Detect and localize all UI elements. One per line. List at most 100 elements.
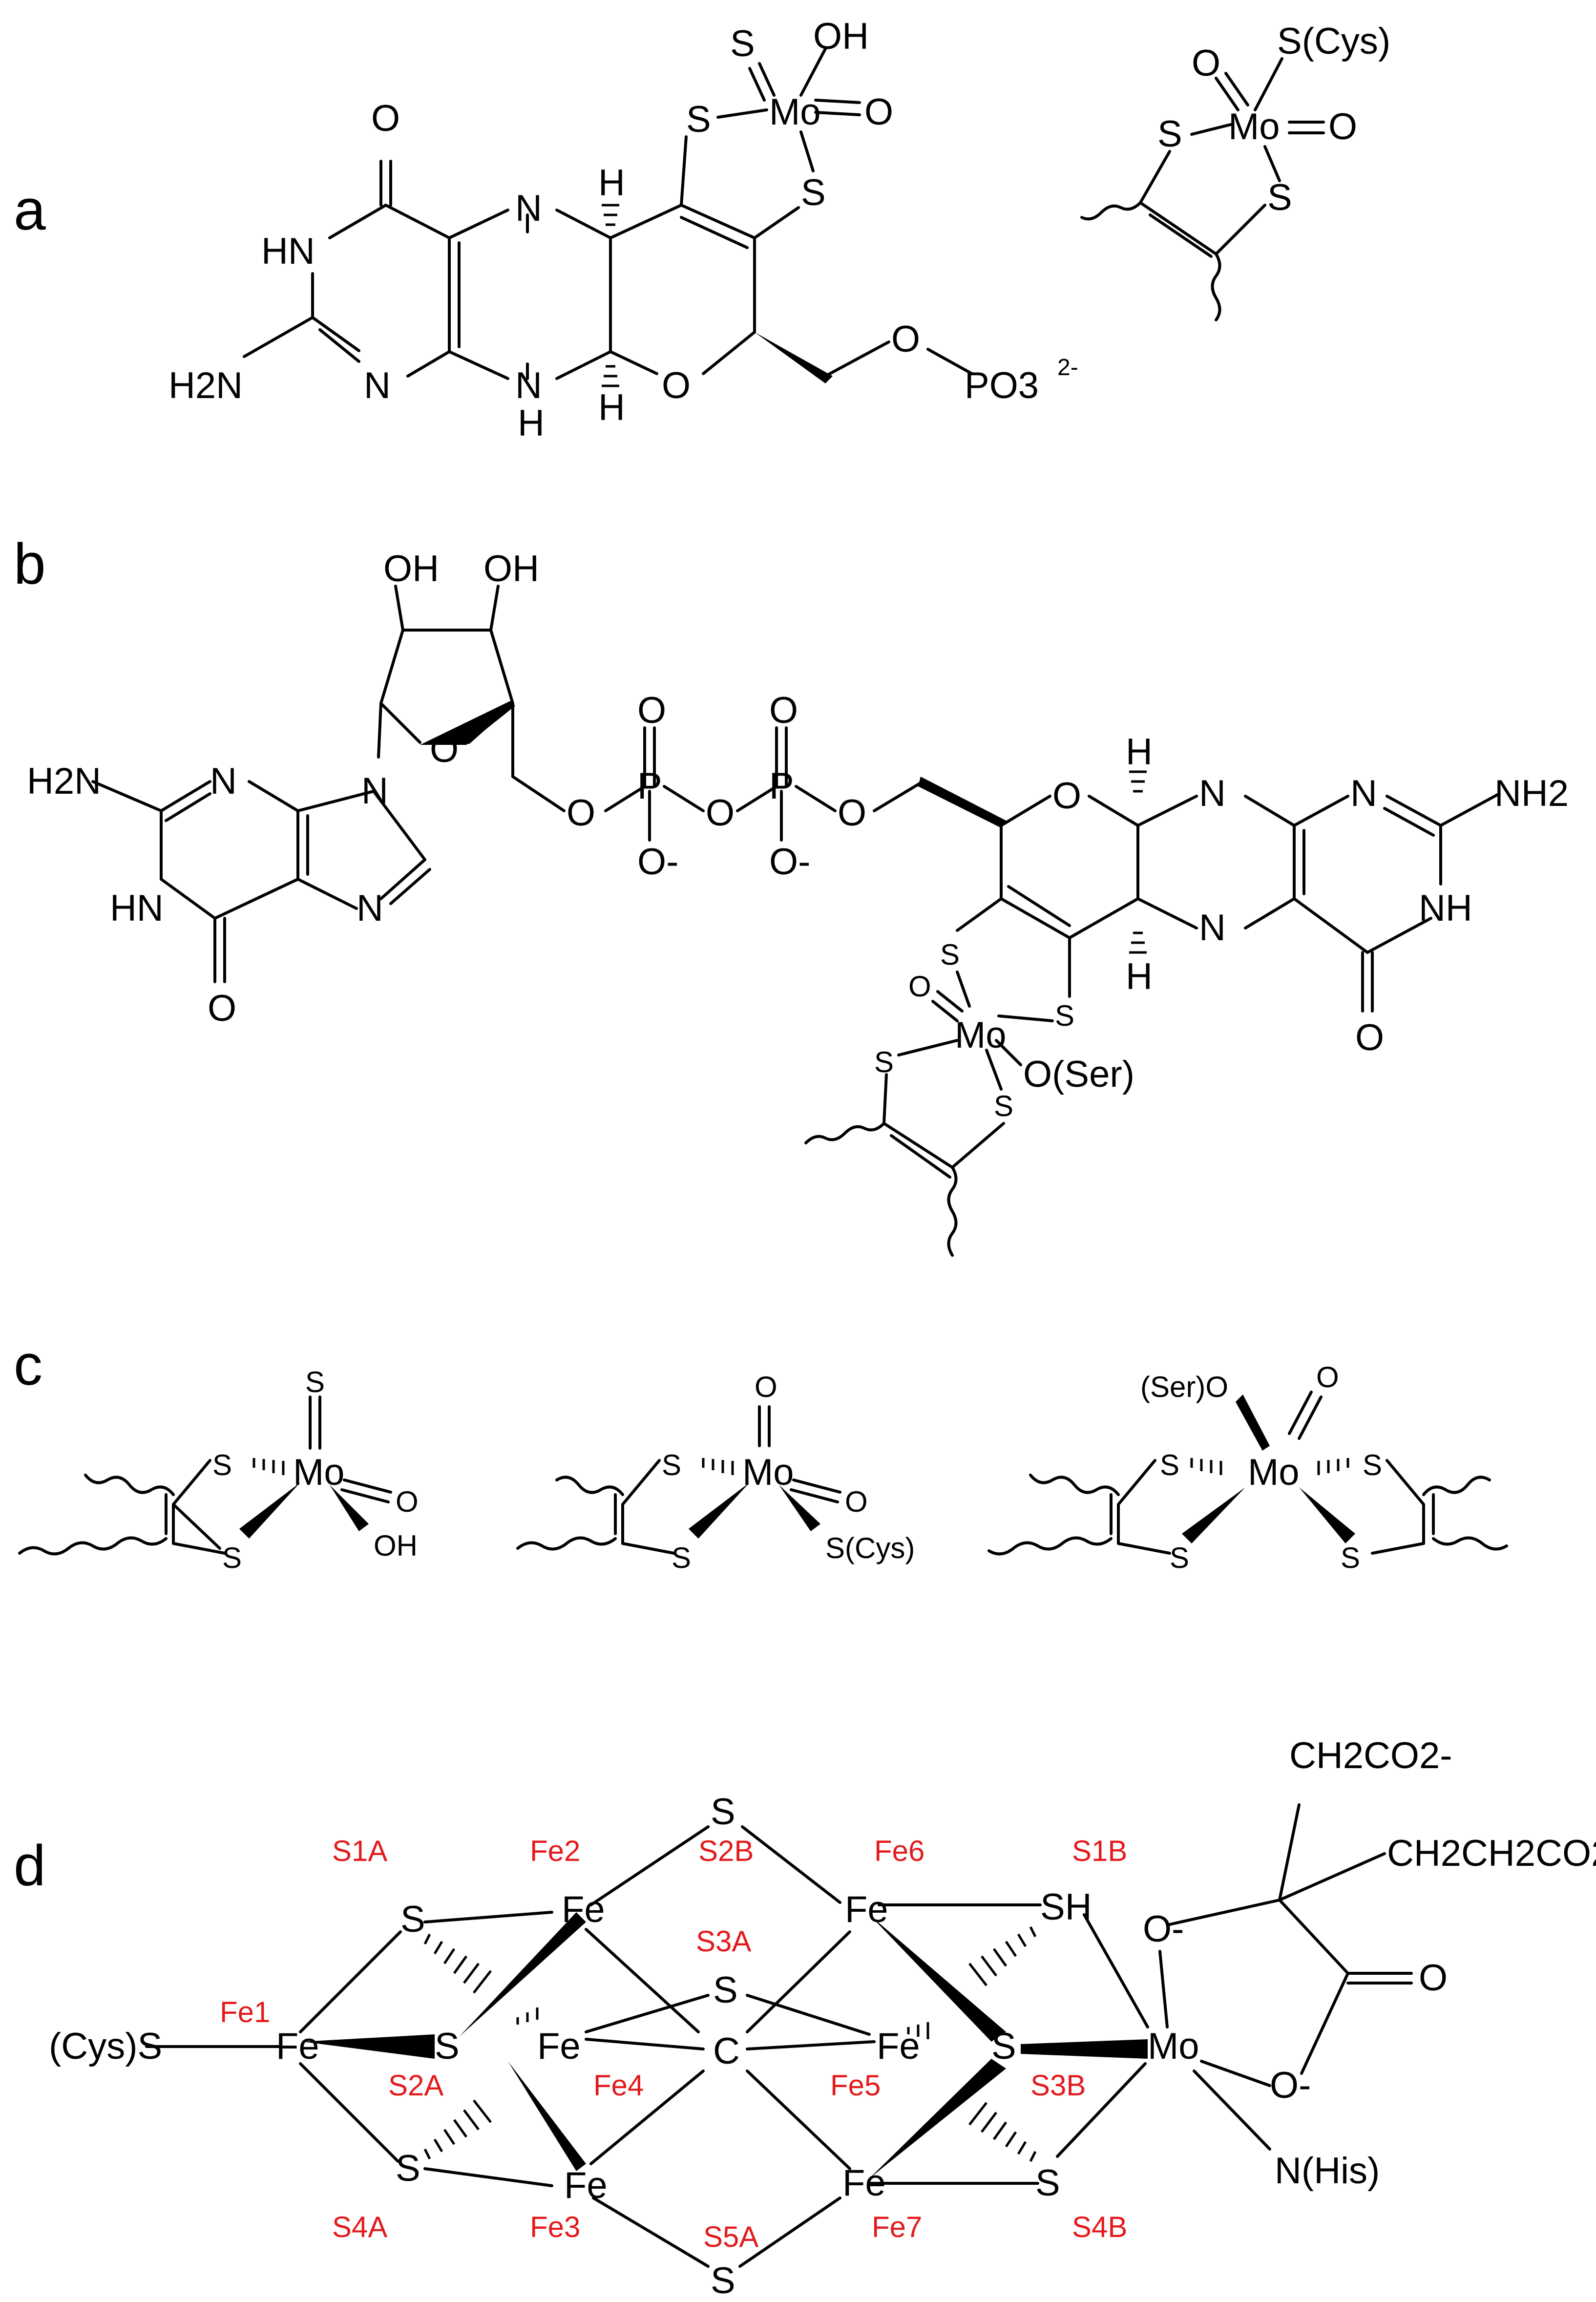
atom-o-ribose: O [430, 729, 459, 770]
atom-fe6: Fe [845, 1889, 888, 1930]
atom-o-mo: O [864, 91, 893, 133]
atom-nh-b: NH [1419, 887, 1472, 929]
atom-p1: P [637, 765, 662, 807]
squiggle-bond [1211, 253, 1221, 321]
panel-d-bonds [145, 1803, 1413, 2268]
c3-s3: S [1363, 1449, 1382, 1481]
atom-h8: H [518, 402, 545, 444]
label-s5a: S5A [703, 2220, 758, 2253]
atom-n1: N [210, 760, 237, 802]
atom-fe3: Fe [564, 2165, 608, 2206]
atom-mo-b: Mo [955, 1014, 1007, 1056]
label-s4b: S4B [1072, 2211, 1127, 2243]
label-s1b: S1B [1072, 1835, 1127, 1867]
panel-d-structure: (Cys)S Fe Fe Fe Fe Fe Fe Fe C S S S S S … [49, 1735, 1596, 2302]
atom-nh2-right: NH2 [1494, 773, 1569, 814]
atom-h-top-b: H [1126, 731, 1153, 773]
label-fe7: Fe7 [872, 2211, 922, 2243]
atom-hn-b: HN [110, 887, 164, 929]
atom-s1-b: S [940, 938, 960, 971]
atom-o-carbonyl: O [371, 98, 400, 139]
atom-fe2: Fe [562, 1889, 605, 1930]
c2-o: O [845, 1485, 868, 1518]
atom-h-top: H [598, 162, 625, 204]
atom-s-4b: S [1035, 2162, 1060, 2204]
label-fe5: Fe5 [830, 2069, 881, 2102]
atom-s-left: S [686, 99, 711, 140]
label-fe2: Fe2 [530, 1835, 580, 1867]
atom-fe5: Fe [877, 2026, 920, 2067]
atom-o-pterin: O [1355, 1017, 1384, 1058]
wedge-fe6-s3b [869, 1915, 1006, 2042]
atom-mo: Mo [769, 91, 821, 133]
wedge-s2a-fe3 [508, 2061, 586, 2171]
atom-h-bottom: H [598, 387, 625, 428]
panel-c-structure-3: (Ser)O O Mo S S S S [987, 1361, 1508, 1574]
c3-mo: Mo [1248, 1452, 1300, 1493]
dithiolene-o1: O [1192, 42, 1220, 84]
atom-n7: N [357, 887, 383, 929]
atom-o-p1-bottom: O- [637, 841, 678, 883]
wedge-s2a-fe2 [459, 1912, 586, 2037]
panel-c-structure-2: O Mo S S O S(Cys) [516, 1371, 915, 1574]
atom-fe1: Fe [276, 2026, 319, 2067]
panel-a-wedge [755, 332, 833, 383]
atom-s-top: S [730, 23, 755, 64]
atom-o-mo-b: O [908, 970, 931, 1003]
atom-oh1: OH [383, 548, 439, 590]
atom-o-upper: O- [1143, 1908, 1184, 1950]
atom-n8: N [515, 365, 542, 406]
panel-b-hash-bonds [1129, 770, 1147, 954]
dithiolene-o2: O [1328, 106, 1357, 148]
label-fe3: Fe3 [530, 2211, 580, 2243]
label-s4a: S4A [332, 2211, 387, 2243]
atom-n-ring: N [364, 365, 391, 406]
c3-o: O [1316, 1361, 1339, 1394]
atom-o-link2: O [838, 792, 866, 834]
atom-s-2a: S [435, 2026, 460, 2067]
label-fe1: Fe1 [220, 1996, 270, 2028]
atom-hn: HN [261, 231, 315, 272]
atom-o-carbonyl-d: O [1419, 1957, 1448, 1999]
label-fe4: Fe4 [593, 2069, 644, 2102]
atom-fe7: Fe [842, 2162, 886, 2204]
atom-s-top: S [711, 1791, 735, 1833]
dithiolene-s-cys: S(Cys) [1277, 21, 1390, 62]
atom-o-bridge: O [706, 792, 735, 834]
c2-o-top: O [755, 1371, 777, 1403]
atom-s-bottom: S [711, 2260, 735, 2302]
c2-s2: S [672, 1542, 691, 1574]
c2-s1: S [662, 1449, 681, 1481]
atom-o-link1: O [567, 792, 595, 834]
atom-po3: PO3 [965, 365, 1039, 406]
wedge-fe1-s2a [303, 2034, 435, 2059]
atom-c: C [713, 2030, 740, 2072]
atom-o-ser: O(Ser) [1023, 1054, 1134, 1095]
panel-c-structure-1: S Mo S S O OH [18, 1366, 419, 1574]
atom-h2n: H2N [168, 365, 243, 406]
atom-o-p1-top: O [637, 690, 666, 731]
c3-s4: S [1341, 1542, 1360, 1574]
label-s2b: S2B [698, 1835, 754, 1867]
atom-h2n-left: H2N [27, 760, 101, 802]
atom-s2-b: S [1055, 999, 1074, 1032]
atom-s-3b: S [991, 2026, 1016, 2067]
atom-s4-b: S [994, 1090, 1013, 1122]
dithiolene-mo: Mo [1228, 106, 1280, 148]
panel-label-a: a [14, 178, 46, 242]
wedge-s3b-mo [1021, 2039, 1148, 2059]
label-s3a: S3A [696, 1925, 751, 1958]
atom-oh2: OH [483, 548, 539, 590]
atom-o-p2-bottom: O- [769, 841, 810, 883]
atom-n-top-b: N [1199, 773, 1226, 814]
c1-oh: OH [374, 1529, 418, 1562]
c2-mo: Mo [742, 1452, 794, 1493]
atom-n-bottom-b: N [1199, 907, 1226, 949]
atom-p2: P [769, 765, 794, 807]
panel-label-c: c [14, 1333, 42, 1397]
c3-ser-o: (Ser)O [1140, 1371, 1228, 1403]
atom-o-pyran: O [662, 365, 691, 406]
c1-mo: Mo [293, 1452, 345, 1493]
squiggle-bond [1080, 201, 1142, 221]
